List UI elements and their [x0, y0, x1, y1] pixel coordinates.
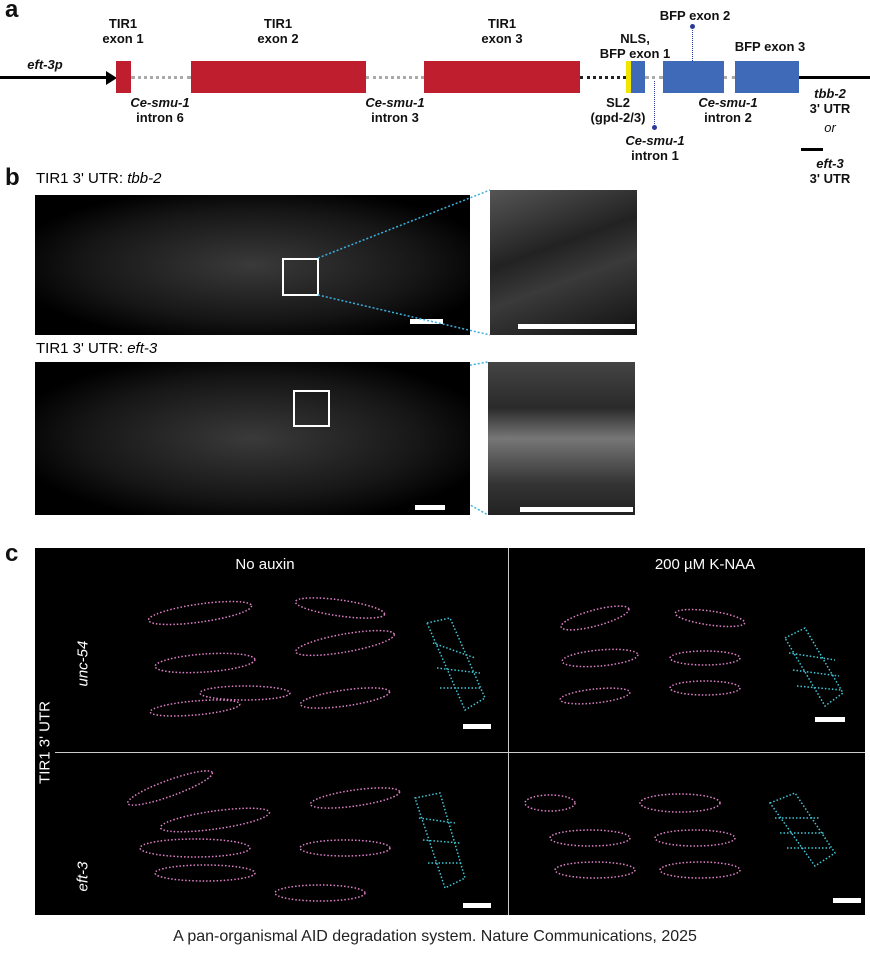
scale-bar	[410, 319, 443, 324]
or-label: or	[824, 120, 836, 135]
scale-bar	[463, 724, 491, 729]
promoter-label: eft-3p	[27, 57, 63, 72]
row2-title: TIR1 3' UTR: eft-3	[36, 340, 158, 357]
panel-b-label: b	[5, 164, 20, 191]
panel-a-label: a	[5, 0, 19, 23]
nls-bfp-exon1-label: NLS,BFP exon 1	[599, 31, 671, 61]
scale-bar	[520, 507, 633, 512]
bfp-exon-3	[735, 61, 799, 93]
micrograph-tbb2	[35, 195, 470, 335]
panel-c-label: c	[5, 540, 19, 567]
zoom-inset-tbb2	[490, 190, 637, 335]
arrow-icon	[106, 71, 117, 85]
tir1-exon-1	[116, 61, 131, 93]
column-knaa: 200 µM K-NAA	[654, 556, 756, 573]
bfp-exon-1	[631, 61, 645, 93]
zoom-box	[282, 258, 319, 296]
micrograph-eft3	[35, 362, 470, 515]
panel-c-grid: No auxin 200 µM K-NAA TIR1 3' UTR unc-54…	[35, 548, 865, 915]
tir1-exon-2	[191, 61, 366, 93]
column-no-auxin: No auxin	[235, 556, 295, 573]
zoom-box	[293, 390, 330, 427]
scale-bar	[833, 898, 861, 903]
tir1-exon-3	[424, 61, 580, 93]
nls-segment	[626, 61, 631, 93]
bfp-exon3-label: BFP exon 3	[734, 39, 806, 54]
scale-bar	[463, 903, 491, 908]
sl2-label: SL2(gpd-2/3)	[590, 95, 646, 125]
scale-bar	[815, 717, 845, 722]
promoter-line	[0, 76, 112, 79]
row1-title: TIR1 3' UTR: tbb-2	[36, 170, 162, 187]
worm-outlines	[126, 597, 844, 902]
zoom-inset-eft3	[488, 362, 635, 515]
bfp-exon-2	[663, 61, 724, 93]
scale-bar	[518, 324, 635, 329]
bfp-exon2-label: BFP exon 2	[659, 8, 731, 23]
scale-bar	[415, 505, 445, 510]
figure-caption: A pan-organismal AID degradation system.…	[173, 928, 697, 945]
